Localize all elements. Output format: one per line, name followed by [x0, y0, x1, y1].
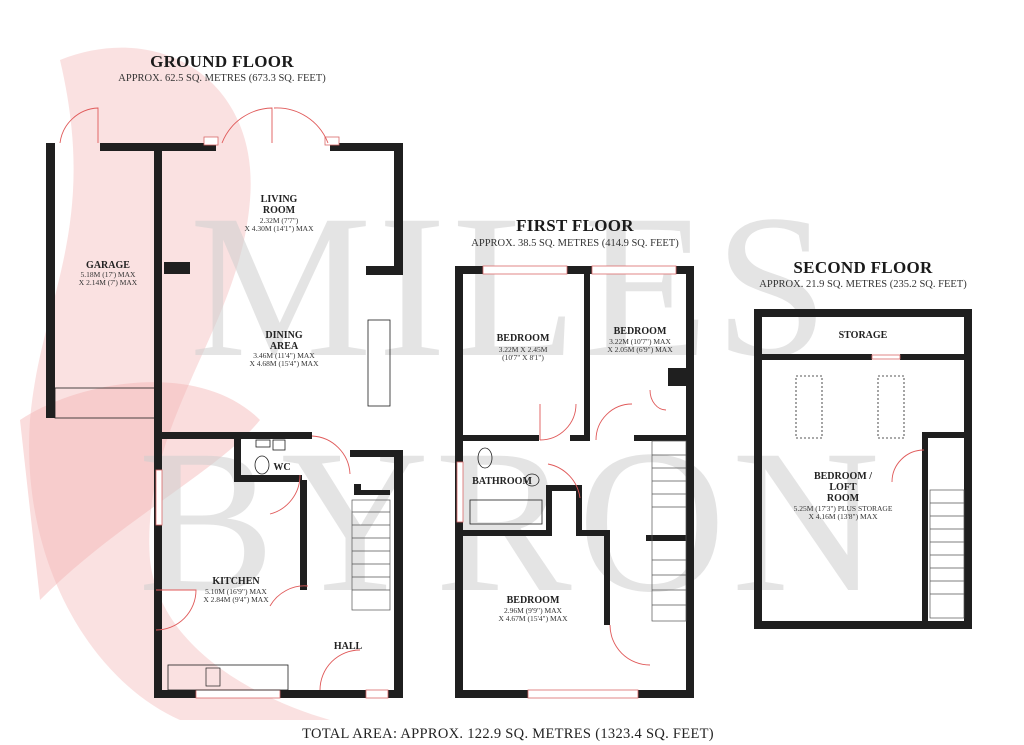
loft-label: BEDROOM / — [814, 471, 872, 482]
kitchen-dim: 5.10M (16'9") MAX — [205, 587, 267, 596]
bedroom-3-dim-2: X 4.67M (15'4") MAX — [499, 614, 569, 623]
watermark-text-1: MILES — [190, 173, 835, 400]
bathroom-label: BATHROOM — [472, 476, 532, 487]
ground-floor-title: GROUND FLOOR — [150, 52, 294, 71]
living-room-label-2: ROOM — [263, 205, 296, 216]
second-floor-title: SECOND FLOOR — [793, 258, 933, 277]
garage-dim: 5.18M (17') MAX — [81, 270, 136, 279]
second-floor: SECOND FLOOR APPROX. 21.9 SQ. METRES (23… — [754, 258, 972, 629]
ground-staircase — [351, 499, 391, 611]
bedroom-1-dim-2: (10'7" X 8'1") — [502, 353, 544, 362]
hall-label: HALL — [334, 641, 363, 652]
bedroom-1-label: BEDROOM — [497, 333, 550, 344]
watermark-swoosh — [29, 47, 330, 720]
watermark: MILES BYRON — [20, 47, 880, 720]
total-area: TOTAL AREA: APPROX. 122.9 SQ. METRES (13… — [302, 726, 714, 742]
second-staircase — [929, 489, 965, 619]
garage-label: GARAGE — [86, 260, 130, 271]
bedroom-2-label: BEDROOM — [614, 326, 667, 337]
first-floor-title: FIRST FLOOR — [516, 216, 634, 235]
loft-dim-2: X 4.16M (13'8") MAX — [809, 512, 879, 521]
living-room-dim: 2.32M (7'7") — [260, 216, 299, 225]
ground-floor-area: APPROX. 62.5 SQ. METRES (673.3 SQ. FEET) — [118, 73, 326, 84]
bedroom-2-dim-2: X 2.05M (6'9") MAX — [607, 345, 673, 354]
loft-dim: 5.25M (17'3") PLUS STORAGE — [794, 504, 893, 513]
dining-area-label-2: AREA — [270, 341, 299, 352]
second-floor-area: APPROX. 21.9 SQ. METRES (235.2 SQ. FEET) — [759, 279, 967, 290]
dining-area-dim-2: X 4.68M (15'4") MAX — [250, 359, 320, 368]
bedroom-3-label: BEDROOM — [507, 595, 560, 606]
first-floor: FIRST FLOOR APPROX. 38.5 SQ. METRES (414… — [455, 216, 694, 699]
first-staircase — [651, 440, 687, 622]
loft-label-3: ROOM — [827, 493, 860, 504]
storage-label: STORAGE — [839, 330, 888, 341]
garage-dim-2: X 2.14M (7') MAX — [79, 278, 138, 287]
dining-area-dim: 3.46M (11'4") MAX — [253, 351, 315, 360]
ground-floor: GROUND FLOOR APPROX. 62.5 SQ. METRES (67… — [46, 52, 403, 699]
dining-area-label: DINING — [265, 330, 302, 341]
bedroom-2-dim: 3.22M (10'7") MAX — [609, 337, 671, 346]
bedroom-3-dim: 2.96M (9'9") MAX — [504, 606, 563, 615]
wc-label: WC — [273, 462, 290, 473]
loft-label-2: LOFT — [829, 482, 857, 493]
kitchen-dim-2: X 2.84M (9'4") MAX — [203, 595, 269, 604]
living-room-dim-2: X 4.30M (14'1") MAX — [245, 224, 315, 233]
first-floor-area: APPROX. 38.5 SQ. METRES (414.9 SQ. FEET) — [471, 238, 679, 249]
kitchen-label: KITCHEN — [212, 576, 260, 587]
living-room-label: LIVING — [261, 194, 298, 205]
bedroom-1-dim: 3.22M X 2.45M — [499, 345, 548, 354]
